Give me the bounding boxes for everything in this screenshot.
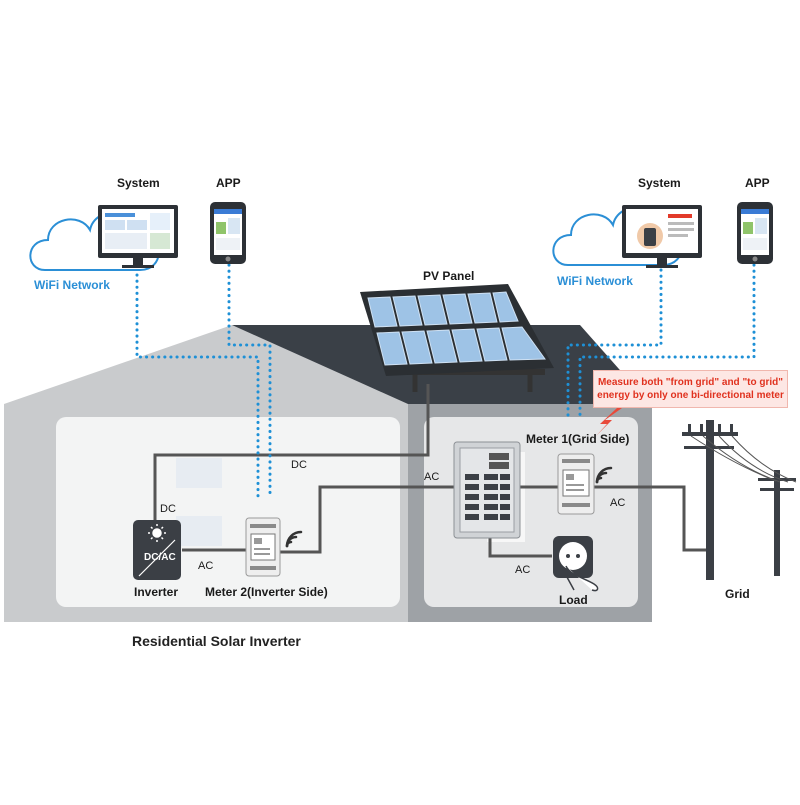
- wifi-left-label: WiFi Network: [34, 278, 110, 292]
- monitor-icon: [622, 205, 702, 268]
- grid-label: Grid: [725, 587, 750, 601]
- app-left-label: APP: [216, 176, 241, 190]
- ac-wire-grid: [594, 485, 706, 552]
- monitor-icon: [98, 205, 178, 268]
- app-right-label: APP: [745, 176, 770, 190]
- plug-icon: [553, 536, 599, 592]
- phone-icon: [210, 202, 246, 264]
- wifi-link-app-right: [578, 263, 756, 422]
- wifi-links: [135, 263, 756, 500]
- inverter-label: Inverter: [134, 585, 179, 599]
- electric-pole-icon: [682, 420, 738, 580]
- callout-box: Measure both "from grid" and "to grid" e…: [593, 370, 788, 408]
- callout-line-1: Measure both "from grid" and "to grid": [597, 377, 784, 388]
- dc-label-top: DC: [291, 459, 307, 471]
- ac-label-panel: AC: [424, 471, 440, 483]
- meter-1-device: [557, 453, 595, 515]
- inverter-face-label: DC/AC: [144, 552, 176, 563]
- electric-pole-icon: [758, 470, 796, 576]
- meter-2-label: Meter 2(Inverter Side): [205, 585, 328, 599]
- house-title: Residential Solar Inverter: [132, 633, 301, 649]
- ac-label-grid: AC: [610, 497, 626, 509]
- wifi-link-system-left: [135, 273, 260, 500]
- sun-icon: [148, 524, 166, 542]
- callout-arrow: [596, 408, 622, 436]
- load-label: Load: [559, 593, 588, 607]
- wires: [153, 384, 706, 558]
- system-left-label: System: [117, 176, 160, 190]
- meter-2-device: [245, 517, 281, 577]
- window-pane: [176, 458, 222, 488]
- house: [4, 325, 652, 622]
- phone-icon: [737, 202, 773, 264]
- wifi-signal-icon: [285, 530, 303, 548]
- power-lines: [690, 435, 797, 483]
- dc-label-left: DC: [160, 503, 176, 515]
- solar-panel-icon: [360, 284, 554, 392]
- wifi-link-system-right: [566, 268, 663, 422]
- pv-panel-label: PV Panel: [423, 269, 475, 283]
- distribution-panel: [453, 441, 521, 539]
- ac-label-load: AC: [515, 564, 531, 576]
- ac-wire-panel: [270, 485, 455, 554]
- dc-wire: [153, 384, 430, 520]
- callout-line-2: energy by only one bi-directional meter: [597, 390, 784, 401]
- wifi-right-label: WiFi Network: [557, 274, 633, 288]
- wifi-signal-icon: [595, 466, 613, 484]
- window-pane: [176, 516, 222, 546]
- meter-1-label: Meter 1(Grid Side): [526, 432, 630, 446]
- ac-label-inverter: AC: [198, 560, 214, 572]
- ac-wire-load: [488, 530, 552, 558]
- room-inverter: [56, 417, 400, 607]
- system-right-label: System: [638, 176, 681, 190]
- inverter-unit: [133, 520, 181, 580]
